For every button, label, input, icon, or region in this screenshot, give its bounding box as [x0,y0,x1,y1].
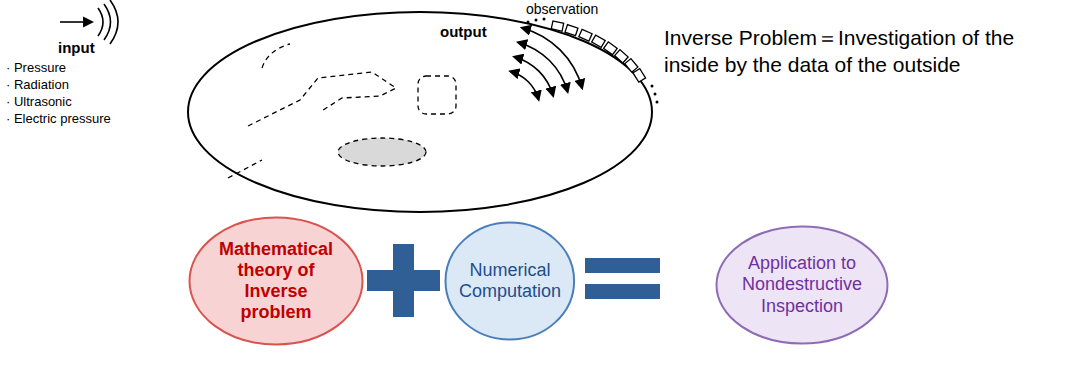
circle-node: Mathematical theory of Inverse problem [188,216,364,346]
text-label: · Pressure [6,60,66,77]
defect-blob [338,138,426,166]
node-ellipse [189,218,362,345]
node-text: Mathematical theory of Inverse problem [213,239,338,323]
circle-node: Numerical Computation [444,221,576,341]
text-label: · Radiation [6,77,69,94]
node-text-group: Application to Nondestructive Inspection [735,253,870,316]
plus-sign [367,244,440,317]
text-label: · Electric pressure [6,111,111,128]
text-label: Inverse Problem＝Investigation of the ins… [664,24,1059,79]
node-ellipse [446,223,575,340]
text-label: input [58,38,95,58]
node-text-group: Numerical Computation [454,260,566,302]
sensors [551,21,645,82]
node-text-group: Mathematical theory of Inverse problem [213,239,338,323]
equals-sign [585,258,660,299]
circle-node: Application to Nondestructive Inspection [715,225,889,345]
text-label: observation [526,0,598,18]
output-waves [510,28,582,100]
node-text: Numerical Computation [454,260,566,302]
object-outline [188,12,652,212]
node-ellipse [717,227,888,344]
node-text: Application to Nondestructive Inspection [735,253,870,316]
input-waves [98,0,118,44]
text-label: output [440,22,487,42]
input-arrow [60,21,92,23]
text-label: · Ultrasonic [6,94,72,111]
dots [527,18,659,104]
defects [228,44,456,178]
